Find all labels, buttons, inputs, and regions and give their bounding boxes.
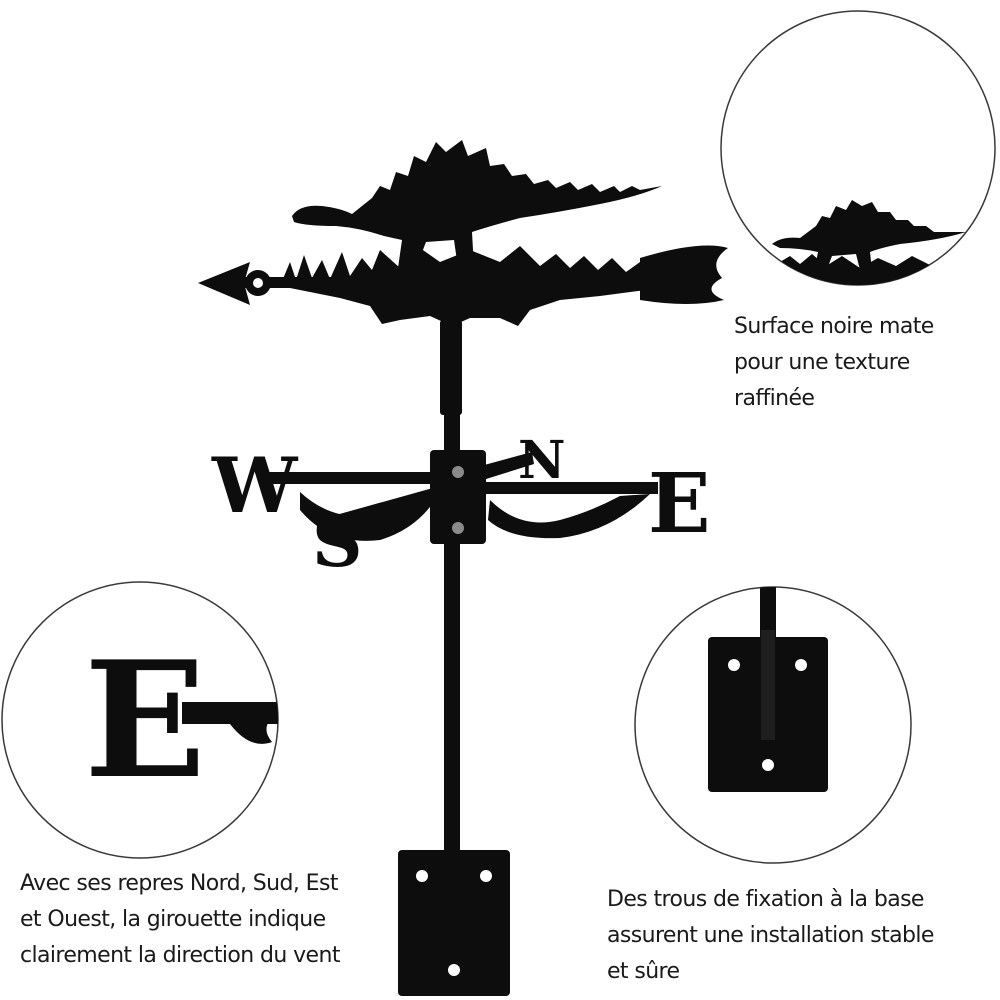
caption-mounting-holes: Des trous de fixation à la base assurent…	[607, 887, 934, 984]
detail-circle-plate	[634, 586, 912, 864]
caption-directions: Avec ses repres Nord, Sud, Est et Ouest,…	[20, 871, 340, 968]
grass-strip	[280, 246, 646, 326]
bolt-lower	[452, 522, 464, 534]
arm-scroll	[230, 720, 272, 744]
compass-arm	[182, 702, 278, 724]
mounting-hole	[480, 870, 492, 882]
pole	[761, 630, 775, 740]
mounting-hole	[728, 659, 740, 671]
mounting-hole	[416, 870, 428, 882]
compass-letter-north: N	[518, 430, 566, 491]
stegosaurus-silhouette	[772, 200, 966, 272]
stegosaurus-silhouette	[292, 140, 662, 268]
detail-circle-surface	[720, 10, 996, 286]
center-bracket	[430, 450, 486, 544]
compass-letter-west: W	[211, 441, 299, 530]
bolt-upper	[452, 466, 464, 478]
mounting-hole	[448, 964, 460, 976]
compass-letter-east: E	[648, 456, 711, 552]
mounting-hole	[762, 759, 774, 771]
caption-matte-surface: Surface noire mate pour une texture raff…	[734, 314, 934, 411]
weathervane: W E N S	[198, 140, 728, 996]
detail-circle-letter: E	[1, 581, 279, 859]
pole-upper	[440, 320, 462, 415]
mounting-plate	[398, 850, 510, 996]
compass-letter-south: S	[312, 500, 363, 583]
mounting-hole	[795, 659, 807, 671]
